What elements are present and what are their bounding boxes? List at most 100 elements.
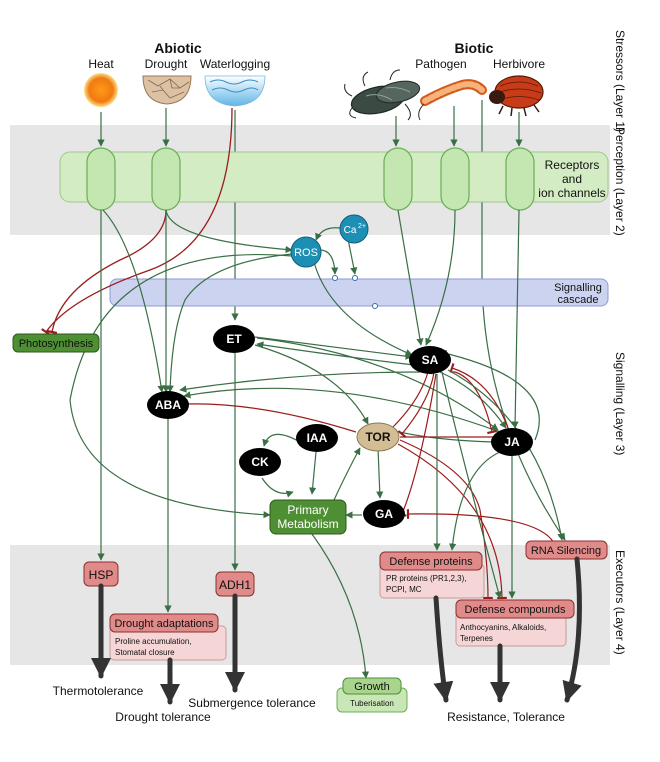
calcium-node <box>339 214 369 244</box>
defense-compounds-line2: Terpenes <box>460 634 493 643</box>
photosynthesis-box <box>12 333 100 353</box>
ja-to-sa-arrow <box>439 349 540 441</box>
defense-compounds-line1: Anthocyanins, Alkaloids, <box>460 623 546 632</box>
pathogen-bacteria-icon <box>344 69 421 121</box>
larva-icon <box>418 79 487 121</box>
drought-adaptations-line2: Stomatal closure <box>115 648 175 657</box>
ck-label: CK <box>251 455 269 469</box>
et-to-tor-arrow <box>254 344 369 425</box>
ros-to-metabolism-arrow <box>69 253 293 519</box>
cracked-soil-icon <box>142 75 192 105</box>
layer4-label: Executors (Layer 4) <box>613 550 627 655</box>
aba-node <box>147 391 189 419</box>
defense-proteins-title: Defense proteins <box>389 556 473 568</box>
rna-silencing-box <box>525 540 608 560</box>
calcium-charge: 2+ <box>358 223 366 230</box>
heat-label: Heat <box>88 57 114 71</box>
growth-subtitle: Tuberisation <box>350 699 394 708</box>
layer3-label: Signalling (Layer 3) <box>613 352 627 455</box>
rna-silencing-inhibits-ga <box>406 509 556 546</box>
ros-node <box>290 236 322 268</box>
ros-label: ROS <box>294 247 318 259</box>
drought-adaptations-line1: Proline accumulation, <box>115 637 191 646</box>
herbivore-to-ja-arrow <box>511 209 520 429</box>
drought-tolerance-label: Drought tolerance <box>115 710 211 724</box>
primary-metabolism-box <box>269 499 347 535</box>
biotic-heading: Biotic <box>455 40 494 56</box>
iaa-to-metabolism-arrow <box>309 451 317 495</box>
receptors-label-line1: Receptors <box>545 158 600 172</box>
et-label: ET <box>226 332 242 346</box>
sa-label: SA <box>422 353 439 367</box>
sa-to-defense-compounds-arrow <box>441 371 502 599</box>
drought-to-ros-arrow <box>165 209 293 254</box>
larva-to-sa-arrow <box>425 209 456 346</box>
signalling-cascade-bar <box>109 278 609 307</box>
iaa-label: IAA <box>307 431 328 445</box>
ca-to-ros-arrow <box>315 227 341 241</box>
drought-adaptations-title: Drought adaptations <box>114 618 214 630</box>
abiotic-heading: Abiotic <box>154 40 202 56</box>
metabolism-to-tor-arrow <box>333 447 361 501</box>
receptor-channels <box>86 147 535 211</box>
tor-label: TOR <box>365 430 390 444</box>
growth-title: Growth <box>354 681 389 693</box>
metabolism-to-growth-arrow <box>311 533 370 679</box>
receptor-strip <box>59 151 609 203</box>
beetle-icon <box>489 75 544 117</box>
ca-to-cascade-arrow <box>347 238 358 275</box>
calcium-label: Ca <box>344 225 357 236</box>
tor-node <box>356 422 400 452</box>
drought-label: Drought <box>145 57 188 71</box>
photosynthesis-label: Photosynthesis <box>19 338 94 350</box>
aba-label: ABA <box>155 398 181 412</box>
cascade-node <box>332 275 338 281</box>
outcome-arrows <box>91 556 582 705</box>
iaa-node <box>296 424 338 452</box>
ga-label: GA <box>375 507 393 521</box>
herbivore-label: Herbivore <box>493 57 545 71</box>
sa-to-aba-arrow <box>179 371 421 393</box>
receptors-label-line2: and <box>562 172 582 186</box>
cascade-node <box>372 303 378 309</box>
primary-metabolism-line1: Primary <box>287 503 328 517</box>
heat-to-aba-arrow <box>102 209 165 393</box>
pathogen-label: Pathogen <box>415 57 466 71</box>
ja-inhibits-sa <box>449 363 509 429</box>
sa-to-et-arrow <box>256 341 415 366</box>
sa-inhibits-ga <box>397 373 437 517</box>
ja-to-defense-proteins-arrow <box>449 451 501 551</box>
ros-to-aba-arrow <box>166 253 293 393</box>
cascade-node <box>352 275 358 281</box>
hsp-label: HSP <box>89 568 114 582</box>
defense-proteins-line2: PCPI, MC <box>386 585 422 594</box>
et-to-sa-arrow <box>254 336 413 360</box>
iaa-to-ck-arrow <box>262 433 301 447</box>
thermotolerance-label: Thermotolerance <box>53 684 144 698</box>
sa-node <box>409 346 451 374</box>
defense-compounds-box <box>455 599 575 619</box>
water-icon <box>204 75 266 107</box>
resistance-tolerance-label: Resistance, Tolerance <box>447 710 565 724</box>
defense-proteins-box <box>379 551 483 571</box>
sa-inhibits-tor <box>397 371 435 438</box>
ja-label: JA <box>504 435 520 449</box>
ck-to-metabolism-arrow <box>261 477 294 498</box>
receptors-label-line3: ion channels <box>538 186 605 200</box>
sun-icon <box>84 73 118 107</box>
tor-inhibits-aba <box>184 399 357 433</box>
et-node <box>213 325 255 353</box>
ga-node <box>363 500 405 528</box>
ja-to-aba-arrow <box>183 387 501 433</box>
sa-to-ja-arrow <box>439 371 507 429</box>
growth-box <box>342 677 402 695</box>
drought-inhibits-photosynthesis <box>46 209 167 335</box>
cascade-label-line2: cascade <box>558 294 599 306</box>
layer2-label: Perception (Layer 2) <box>613 127 627 236</box>
adh1-label: ADH1 <box>219 578 251 592</box>
waterlogging-inhibits-photosynthesis <box>41 107 233 336</box>
submergence-tolerance-label: Submergence tolerance <box>188 696 316 710</box>
defense-proteins-line1: PR proteins (PR1,2,3), <box>386 574 466 583</box>
tor-inhibits-defense-compounds <box>399 439 493 600</box>
